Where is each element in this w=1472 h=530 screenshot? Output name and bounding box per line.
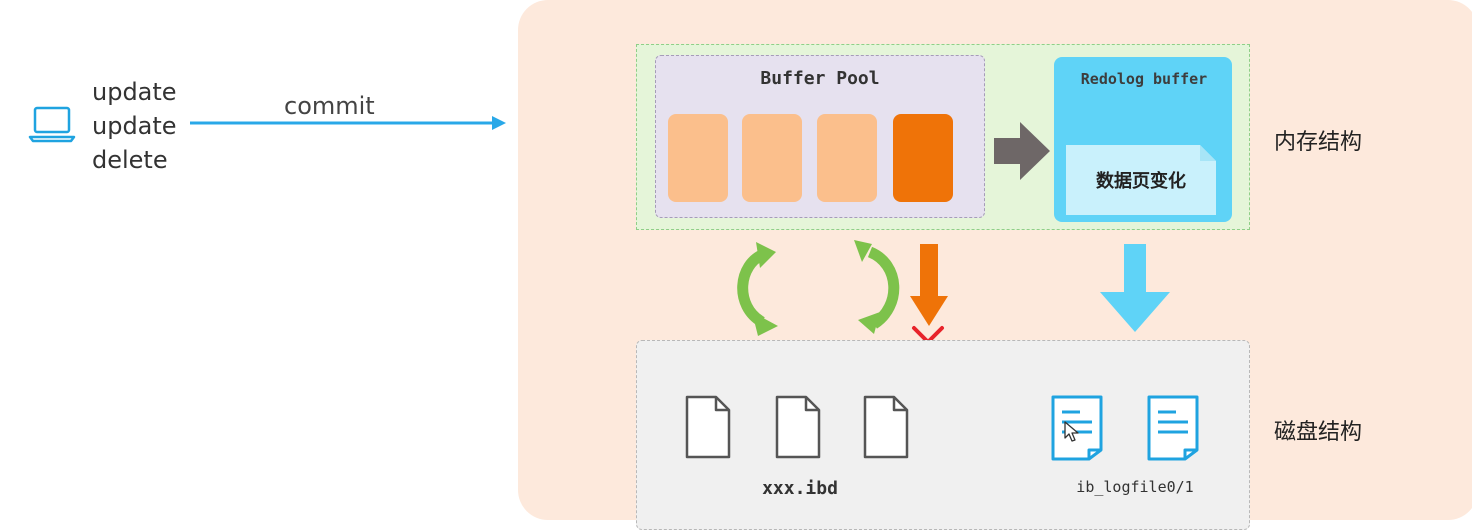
redolog-flush-arrow-icon — [1100, 244, 1170, 332]
buffer-pool-title: Buffer Pool — [760, 68, 880, 89]
buffer-page — [817, 114, 877, 202]
operation-item: update — [92, 78, 177, 106]
mouse-cursor-icon — [1064, 421, 1079, 442]
operation-item: update — [92, 112, 177, 140]
document-lines-icon — [1147, 395, 1199, 461]
flush-arrow-icon — [910, 244, 948, 326]
file-icon — [775, 395, 821, 459]
green-refresh-arrow-icon — [854, 240, 900, 334]
right-arrow-icon — [994, 122, 1050, 180]
operation-item: delete — [92, 146, 168, 174]
buffer-page — [742, 114, 802, 202]
redolog-entry-shape — [1066, 145, 1216, 215]
dirty-buffer-page — [893, 114, 953, 202]
file-icon — [685, 395, 731, 459]
data-file-label: xxx.ibd — [762, 478, 838, 499]
file-icon — [863, 395, 909, 459]
redolog-buffer-title: Redolog buffer — [1080, 70, 1208, 88]
memory-structure-label: 内存结构 — [1274, 130, 1363, 155]
buffer-page — [668, 114, 728, 202]
green-refresh-arrow-icon — [737, 242, 778, 336]
commit-arrow-icon — [190, 116, 506, 130]
document-lines-icon — [1051, 395, 1103, 461]
redolog-entry-label: 数据页变化 — [1096, 171, 1186, 192]
laptop-icon — [28, 106, 76, 143]
disk-structure-label: 磁盘结构 — [1274, 420, 1363, 445]
commit-label: commit — [284, 92, 375, 120]
operation-list: update update delete — [92, 75, 192, 177]
log-file-label: ib_logfile0/1 — [1076, 478, 1194, 496]
